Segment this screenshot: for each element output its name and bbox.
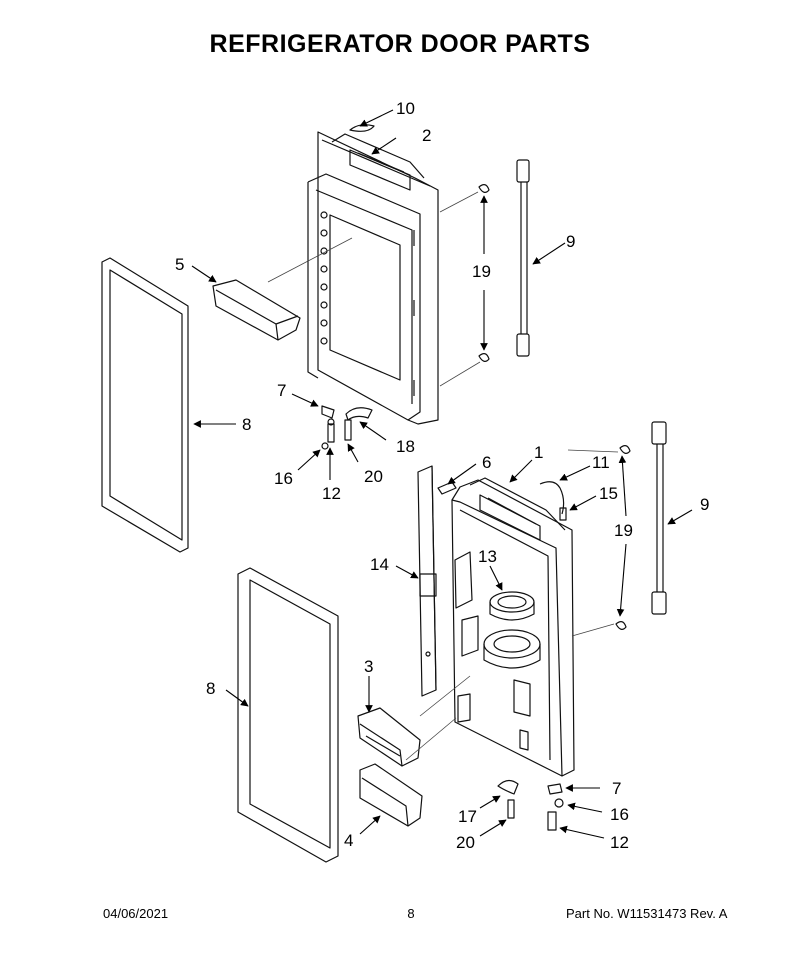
footer-date: 04/06/2021 — [103, 906, 169, 921]
upper-hinge-hardware — [321, 405, 373, 450]
callout-9-lower: 9 — [700, 495, 709, 514]
footer-part-number: Part No. W11531473 Rev. A — [566, 906, 728, 921]
callout-13: 13 — [478, 547, 497, 566]
callout-5: 5 — [175, 255, 184, 274]
part-5-bin — [212, 279, 301, 341]
guide-lines — [267, 191, 619, 761]
lower-gasket — [237, 567, 339, 863]
callout-20-lower: 20 — [456, 833, 475, 852]
callout-7-lower: 7 — [612, 779, 621, 798]
callout-10: 10 — [396, 99, 415, 118]
callout-labels: 10 2 9 19 5 7 8 18 16 12 20 6 1 11 15 9 … — [175, 99, 709, 852]
leader-arrows — [191, 109, 693, 839]
callout-9-upper: 9 — [566, 232, 575, 251]
lower-hinge-hardware — [497, 779, 564, 831]
upper-handle — [478, 159, 530, 362]
callout-11: 11 — [592, 453, 610, 472]
callout-8-upper: 8 — [242, 415, 251, 434]
callout-4: 4 — [344, 831, 353, 850]
callout-18: 18 — [396, 437, 415, 456]
part-3-bin — [357, 707, 421, 767]
upper-door-assembly — [307, 131, 439, 425]
part-6-screw — [437, 481, 457, 495]
callout-1: 1 — [534, 443, 543, 462]
upper-gasket — [101, 257, 189, 553]
callout-16-upper: 16 — [274, 469, 293, 488]
page-title: REFRIGERATOR DOOR PARTS — [209, 30, 591, 58]
part-11-tube — [539, 481, 565, 515]
callout-7-upper: 7 — [277, 381, 286, 400]
callout-12-upper: 12 — [322, 484, 341, 503]
lower-handle — [615, 421, 667, 630]
lower-door-assembly — [451, 477, 575, 777]
callout-17: 17 — [458, 807, 477, 826]
callout-6: 6 — [482, 453, 491, 472]
callout-19-upper: 19 — [472, 262, 491, 281]
part-14-mullion — [417, 465, 437, 697]
footer-page-number: 8 — [407, 906, 415, 921]
part-15-fitting — [559, 507, 567, 521]
callout-15: 15 — [599, 484, 618, 503]
callout-12-lower: 12 — [610, 833, 629, 852]
callout-16-lower: 16 — [610, 805, 629, 824]
part-4-bin — [359, 763, 423, 827]
callout-3: 3 — [364, 657, 373, 676]
callout-20-upper: 20 — [364, 467, 383, 486]
part-10-clip — [349, 124, 375, 132]
callout-19-lower: 19 — [614, 521, 633, 540]
callout-8-lower: 8 — [206, 679, 215, 698]
callout-2: 2 — [422, 126, 431, 145]
callout-14: 14 — [370, 555, 389, 574]
